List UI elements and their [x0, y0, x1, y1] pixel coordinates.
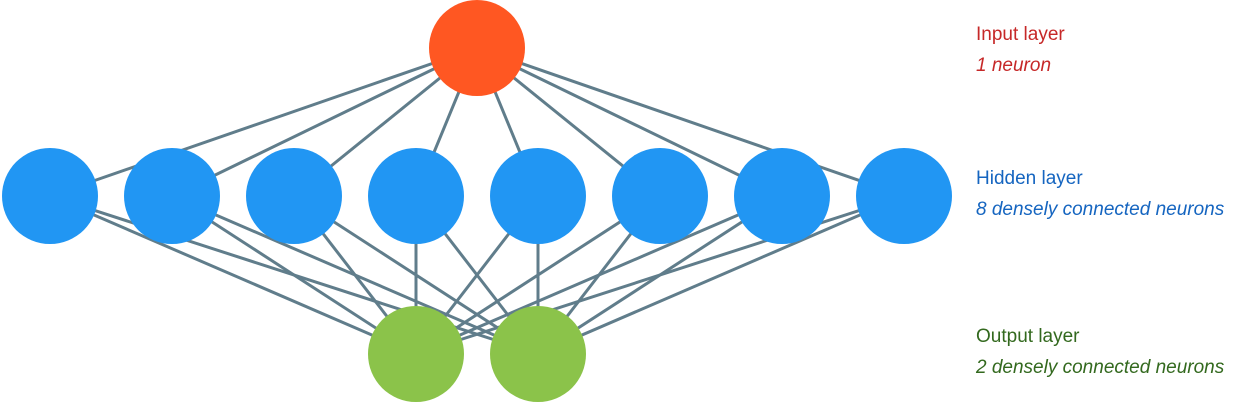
connection-hidden-1-output-1 [49, 194, 417, 356]
hidden-layer-title: Hidden layer [976, 168, 1083, 189]
neurons [2, 0, 952, 402]
connection-hidden-8-output-2 [537, 194, 905, 356]
output-layer-title: Output layer [976, 326, 1080, 347]
connection-input-1-hidden-8 [476, 46, 905, 198]
connection-input-1-hidden-1 [49, 46, 478, 198]
input-neuron-1 [429, 0, 525, 96]
hidden-layer-description: 8 densely connected neurons [976, 199, 1225, 220]
output-layer-description: 2 densely connected neurons [976, 357, 1225, 378]
connection-hidden-7-output-1 [415, 194, 783, 356]
hidden-neuron-3 [246, 148, 342, 244]
hidden-neuron-4 [368, 148, 464, 244]
input-layer-label: Input layer 1 neuron [976, 19, 1065, 81]
hidden-neuron-8 [856, 148, 952, 244]
output-neuron-1 [368, 306, 464, 402]
hidden-layer-label: Hidden layer 8 densely connected neurons [976, 163, 1224, 225]
hidden-neuron-2 [124, 148, 220, 244]
output-neuron-2 [490, 306, 586, 402]
connection-hidden-2-output-1 [171, 194, 417, 356]
hidden-neuron-7 [734, 148, 830, 244]
input-layer-description: 1 neuron [976, 55, 1052, 76]
connection-hidden-8-output-1 [415, 194, 905, 356]
hidden-neuron-6 [612, 148, 708, 244]
hidden-neuron-5 [490, 148, 586, 244]
connection-input-1-hidden-7 [476, 46, 783, 198]
hidden-neuron-1 [2, 148, 98, 244]
connection-hidden-6-output-1 [415, 194, 661, 356]
output-layer-label: Output layer 2 densely connected neurons [976, 321, 1224, 383]
input-layer-title: Input layer [976, 24, 1065, 45]
connection-input-1-hidden-2 [171, 46, 478, 198]
